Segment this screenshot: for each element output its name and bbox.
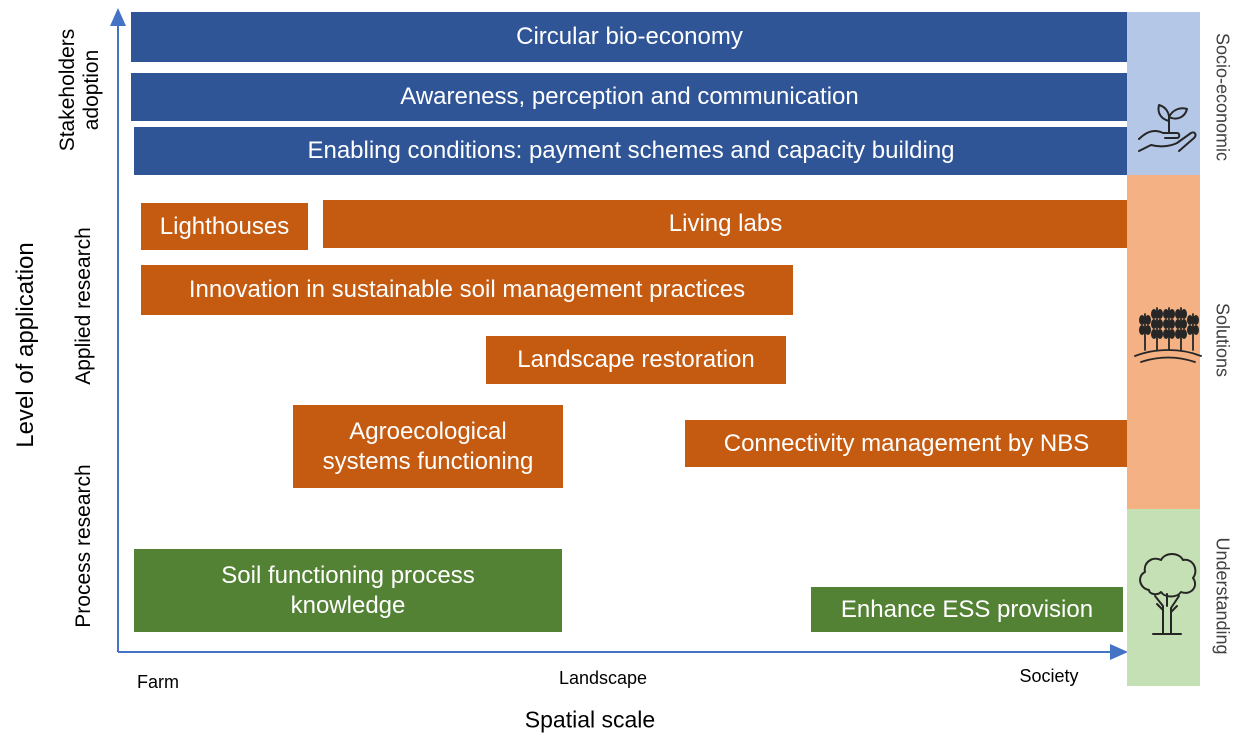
box-awareness: Awareness, perception and communication <box>131 73 1128 121</box>
box-agroecological: Agroecological systems functioning <box>293 405 563 488</box>
y-level-applied: Applied research <box>71 227 95 385</box>
box-living-labs: Living labs <box>323 200 1128 248</box>
band-understanding <box>1127 509 1200 686</box>
hand-plant-icon <box>1138 104 1197 152</box>
tree-icon <box>1139 553 1197 635</box>
y-level-process: Process research <box>71 464 95 628</box>
box-enhance-ess: Enhance ESS provision <box>811 587 1123 632</box>
box-circular-bio-economy: Circular bio-economy <box>131 12 1128 62</box>
band-label-solutions: Solutions <box>1212 302 1233 378</box>
box-soil-functioning: Soil functioning process knowledge <box>134 549 562 632</box>
x-tick-farm: Farm <box>137 672 179 692</box>
x-axis-title: Spatial scale <box>524 706 656 733</box>
wheat-field-icon <box>1134 307 1202 363</box>
box-connectivity: Connectivity management by NBS <box>685 420 1128 467</box>
band-label-understanding: Understanding <box>1212 537 1233 655</box>
x-tick-society: Society <box>1019 666 1079 686</box>
band-solutions <box>1127 175 1200 509</box>
box-innovation: Innovation in sustainable soil managemen… <box>141 265 793 315</box>
y-level-stakeholders: Stakeholders adoption <box>55 28 103 152</box>
box-enabling-conditions: Enabling conditions: payment schemes and… <box>134 127 1128 175</box>
x-tick-landscape: Landscape <box>558 668 648 688</box>
y-axis-title: Level of application <box>12 242 40 448</box>
band-socio-economic <box>1127 12 1200 175</box>
box-lighthouses: Lighthouses <box>141 203 308 250</box>
box-landscape-restoration: Landscape restoration <box>486 336 786 384</box>
band-label-socio-economic: Socio-economic <box>1212 32 1233 162</box>
